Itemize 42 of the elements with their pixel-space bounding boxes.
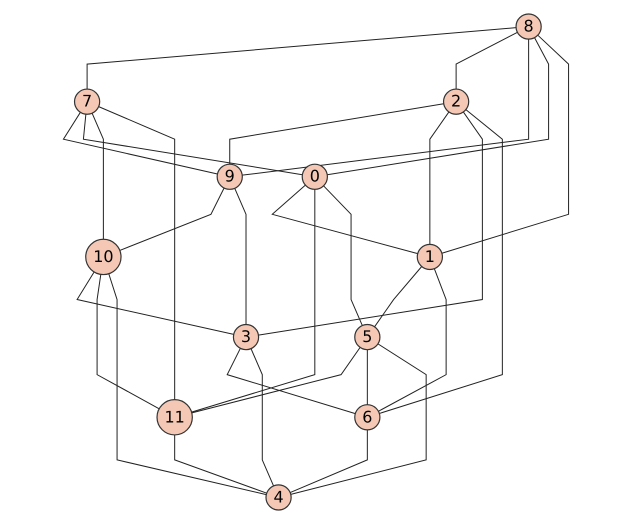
connector — [229, 103, 444, 165]
connector — [456, 32, 518, 90]
connector — [76, 271, 234, 335]
connector — [98, 106, 176, 400]
connector — [290, 429, 368, 494]
connector — [378, 109, 503, 414]
node-circle: 11 — [156, 399, 193, 436]
node-circle: 0 — [302, 164, 328, 190]
connector — [191, 346, 361, 414]
connector — [86, 27, 517, 90]
connector — [82, 114, 303, 176]
connector — [441, 34, 570, 254]
connector — [326, 37, 550, 176]
connector — [271, 184, 418, 254]
node-circle: 8 — [515, 13, 542, 40]
node-circle: 5 — [354, 324, 381, 350]
connector — [226, 348, 356, 414]
connector — [96, 274, 160, 410]
node-circle: 6 — [354, 404, 381, 430]
node-circle: 4 — [265, 484, 292, 511]
connector — [374, 266, 422, 328]
connector — [378, 268, 447, 412]
connector — [429, 111, 450, 245]
connector — [258, 111, 483, 336]
connector — [108, 273, 267, 496]
node-circle: 10 — [85, 238, 122, 276]
connector — [174, 434, 268, 494]
node-circle: 7 — [74, 88, 100, 115]
node-circle: 1 — [416, 244, 444, 270]
connector — [366, 349, 368, 406]
connector — [242, 38, 530, 176]
connector — [290, 343, 427, 495]
node-circle: 9 — [216, 164, 243, 190]
connector — [119, 188, 225, 251]
connector — [191, 188, 316, 413]
connector — [323, 185, 363, 326]
connector — [234, 188, 247, 326]
connector — [250, 348, 274, 486]
node-circle: 3 — [232, 324, 260, 350]
node-circle: 2 — [442, 88, 470, 115]
connector — [92, 112, 104, 240]
connector — [62, 112, 218, 174]
